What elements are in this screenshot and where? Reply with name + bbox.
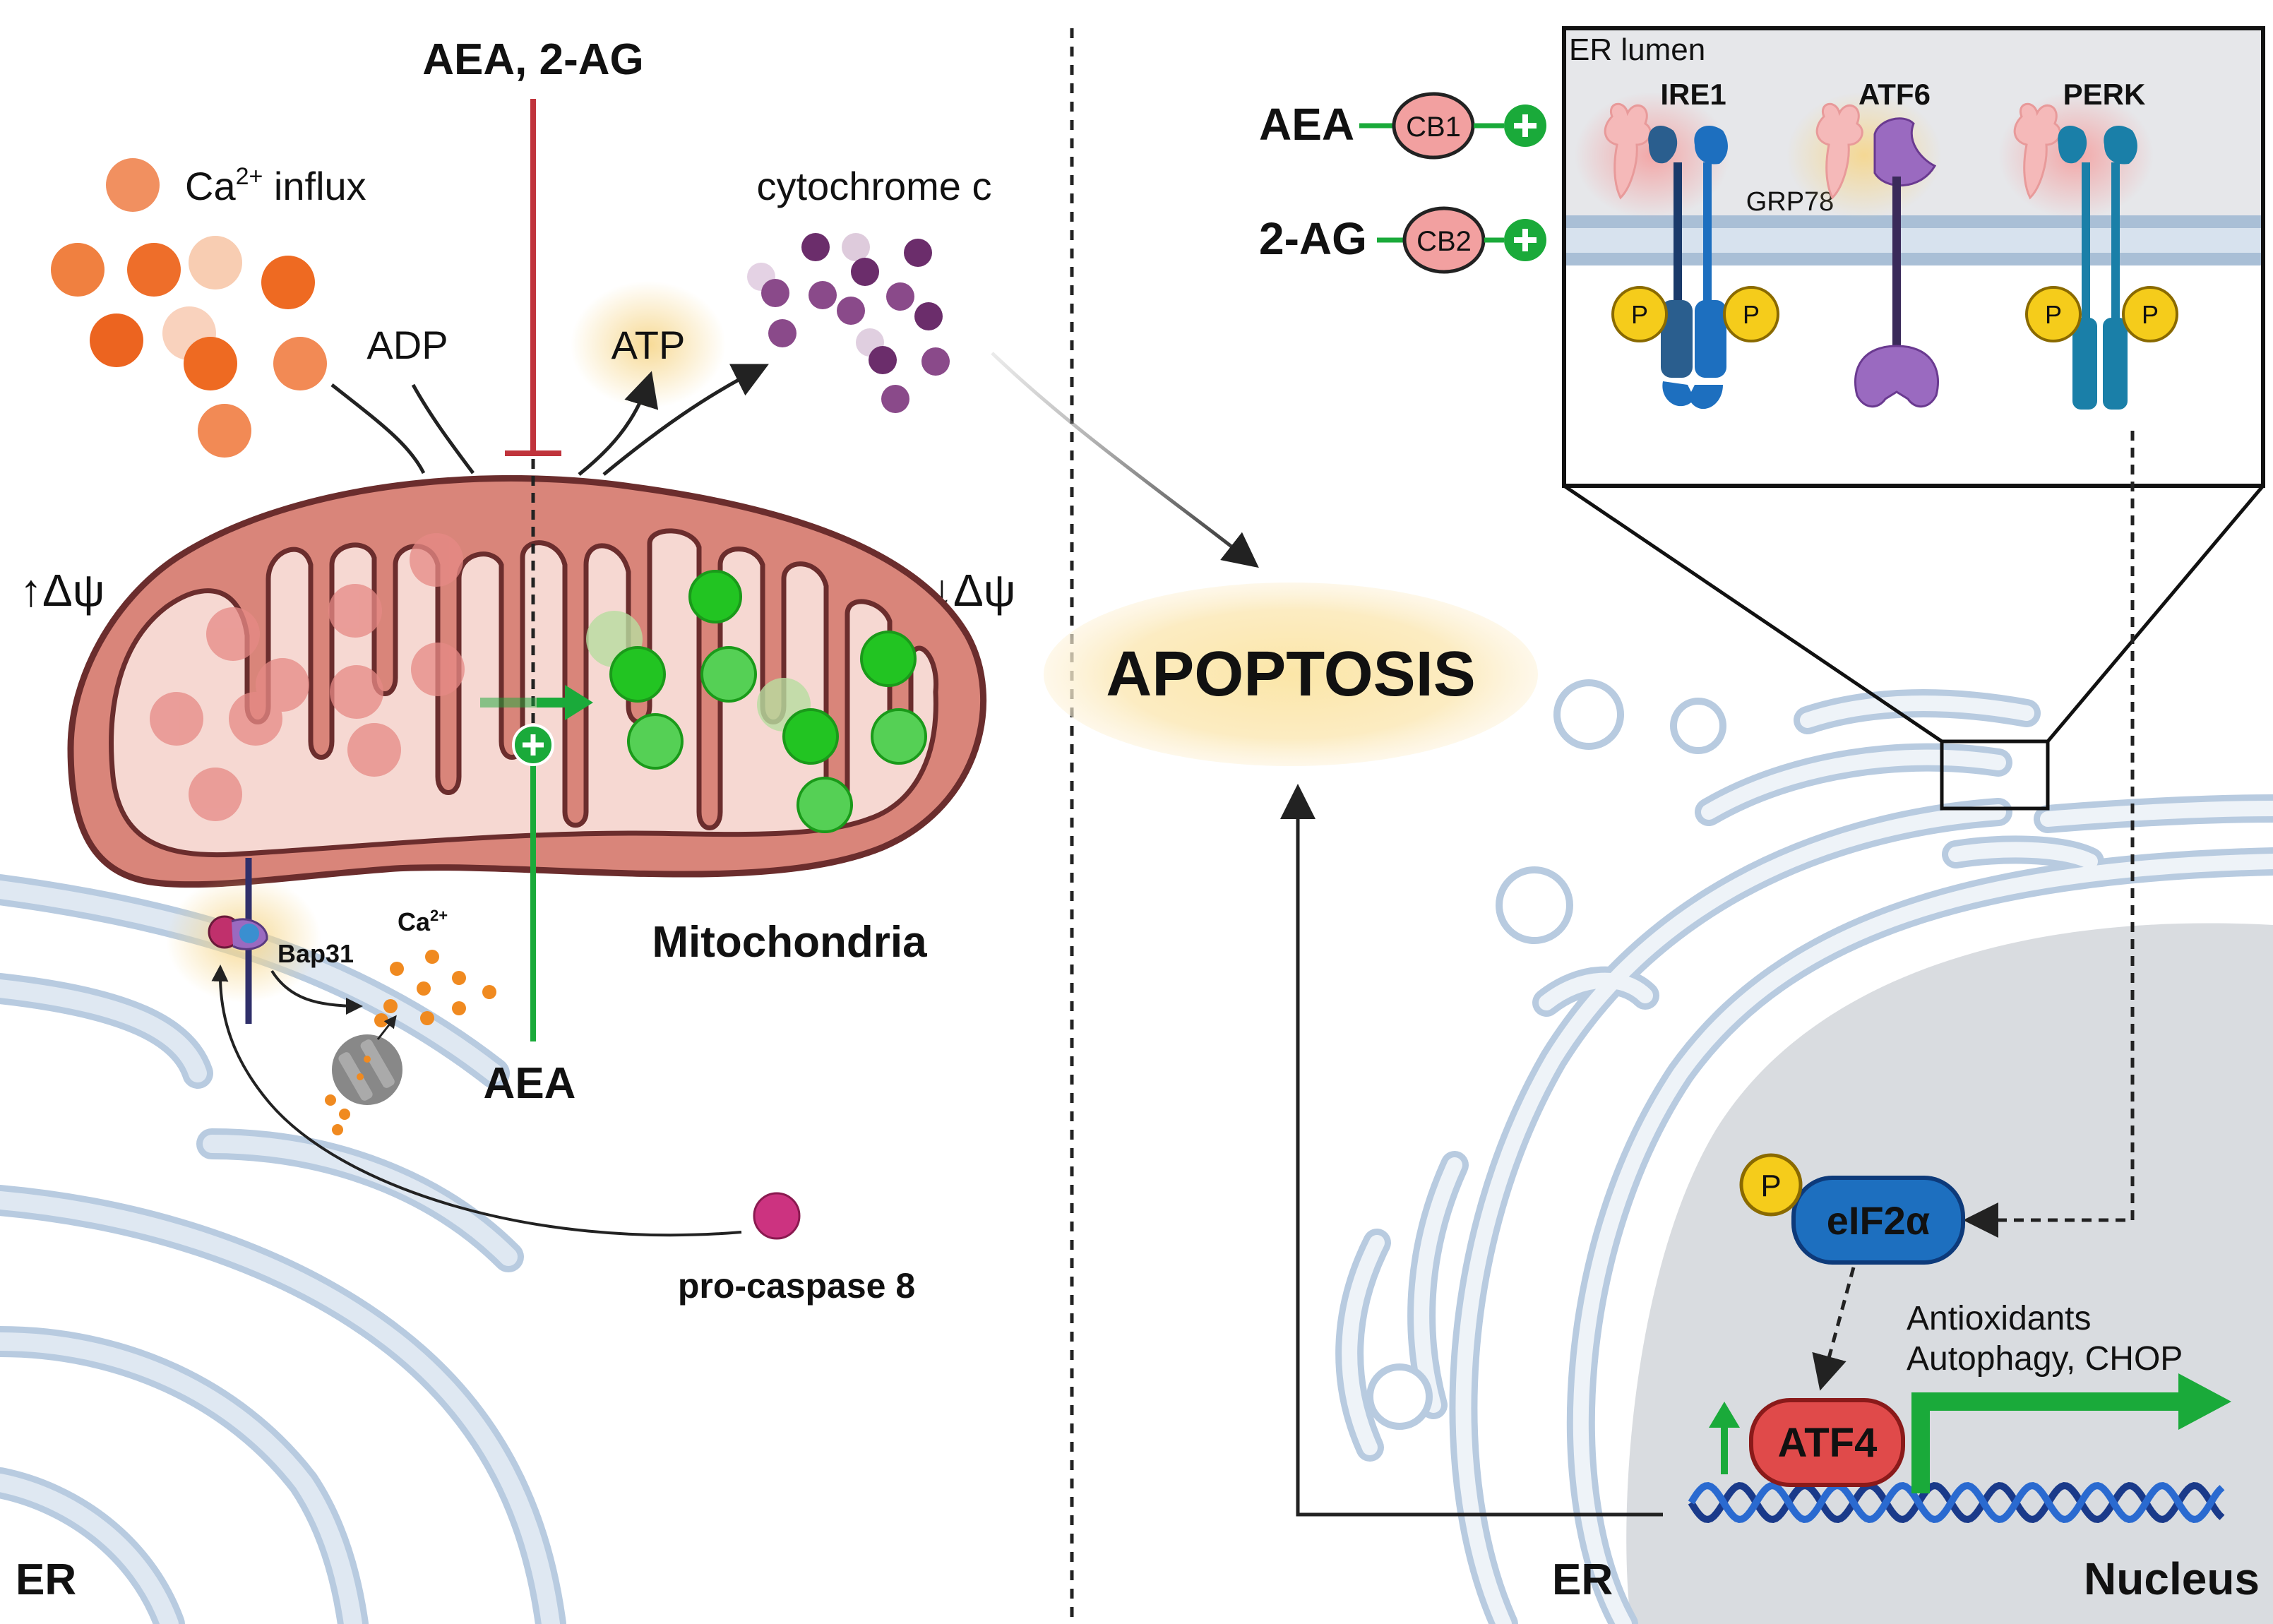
cytochrome-to-apoptosis-arrow [991, 352, 1259, 568]
delta-psi-up: ↑Δψ [20, 565, 105, 616]
cb1-label: CB1 [1406, 112, 1461, 143]
transcription-arrowhead [2178, 1373, 2231, 1430]
atp-label: ATP [611, 323, 686, 367]
bap31-core-icon [239, 924, 259, 943]
svg-text:P: P [1631, 300, 1648, 329]
apoptosis-glow [1044, 583, 1538, 766]
zoom-line-right [2046, 484, 2265, 743]
perk-label: PERK [2063, 78, 2146, 111]
svg-text:P: P [2045, 300, 2062, 329]
zoom-line-left [1563, 484, 1943, 744]
perk-receptor: P P [1998, 92, 2178, 410]
cb1-receptor [1392, 92, 1475, 160]
cb2-label: CB2 [1416, 226, 1472, 257]
green-flux-head [565, 685, 593, 720]
nucleus-label: Nucleus [2084, 1553, 2260, 1604]
er-right-label: ER [1552, 1556, 1613, 1604]
svg-text:P: P [1743, 300, 1760, 329]
eif2a-to-atf4-arrow [1812, 1267, 1856, 1391]
2ag-cb2-ligand: 2-AG [1259, 213, 1367, 264]
cytochrome-label: cytochrome c [757, 164, 992, 208]
atf4-up-arrowhead [1709, 1402, 1740, 1428]
dna-helix [1688, 1482, 2225, 1523]
cytochrome-particles [747, 233, 950, 413]
apoptosis-label: APOPTOSIS [1106, 639, 1475, 710]
mitochondria-label: Mitochondria [652, 918, 927, 967]
calcium-particles [51, 158, 327, 458]
mitochondrion [67, 474, 987, 888]
procaspase-arrow [211, 965, 742, 1237]
eif2a-label: eIF2α [1827, 1198, 1930, 1243]
membrane-core [1566, 228, 2261, 253]
svg-text:P: P [2142, 300, 2159, 329]
autophagy-chop-label: Autophagy, CHOP [1907, 1340, 2183, 1378]
cytochrome-arrow [602, 364, 769, 476]
ca-influx-label: Ca2+ influx [185, 163, 366, 208]
top-ligands-label: AEA, 2-AG [422, 35, 643, 84]
channel-arrow [376, 1015, 397, 1040]
atf4-node [1749, 1398, 1905, 1487]
er-left-label: ER [16, 1556, 76, 1604]
ca-channel-icon [332, 1034, 402, 1105]
atf4-label: ATF4 [1778, 1420, 1878, 1466]
ire1-label: IRE1 [1660, 78, 1726, 111]
cb2-receptor [1402, 206, 1486, 274]
transcription-arrow [1911, 1392, 2185, 1493]
procaspase-icon [753, 1192, 801, 1240]
ire1-receptor: P P [1575, 92, 1779, 410]
ca-small-label: Ca2+ [398, 907, 448, 936]
dna-to-apoptosis-arrow [1280, 784, 1663, 1517]
adp-arrow-2 [411, 383, 475, 474]
adp-arrow-1 [330, 383, 426, 474]
aea-cb1-ligand: AEA [1259, 99, 1354, 150]
bap31-ca-arrow [270, 969, 363, 1015]
left-er-background [0, 874, 566, 1624]
zoom-source-box [1940, 739, 2050, 811]
eif2a-node [1791, 1176, 1965, 1265]
atf6-receptor [1786, 92, 1942, 408]
plus-sign [523, 734, 544, 756]
atf6-label: ATF6 [1859, 78, 1931, 111]
er-vesicles [1366, 679, 1726, 1430]
atp-glow [571, 281, 726, 408]
bap31-label: Bap31 [278, 939, 354, 968]
er-lumen-label: ER lumen [1569, 32, 1705, 67]
aea-bottom-label: AEA [484, 1059, 576, 1108]
adp-label: ADP [366, 323, 448, 367]
ca-release-dots [325, 950, 496, 1135]
eif2a-phospho-icon [1739, 1153, 1803, 1217]
antioxidants-label: Antioxidants [1907, 1300, 2092, 1337]
atp-arrow [578, 371, 659, 476]
eif2a-p-label: P [1760, 1169, 1781, 1203]
procaspase-label: pro-caspase 8 [678, 1266, 915, 1306]
perk-to-eif2a-arrow [1963, 431, 2135, 1238]
membrane-band-bottom [1566, 253, 2261, 265]
membrane-band-top [1566, 215, 2261, 228]
